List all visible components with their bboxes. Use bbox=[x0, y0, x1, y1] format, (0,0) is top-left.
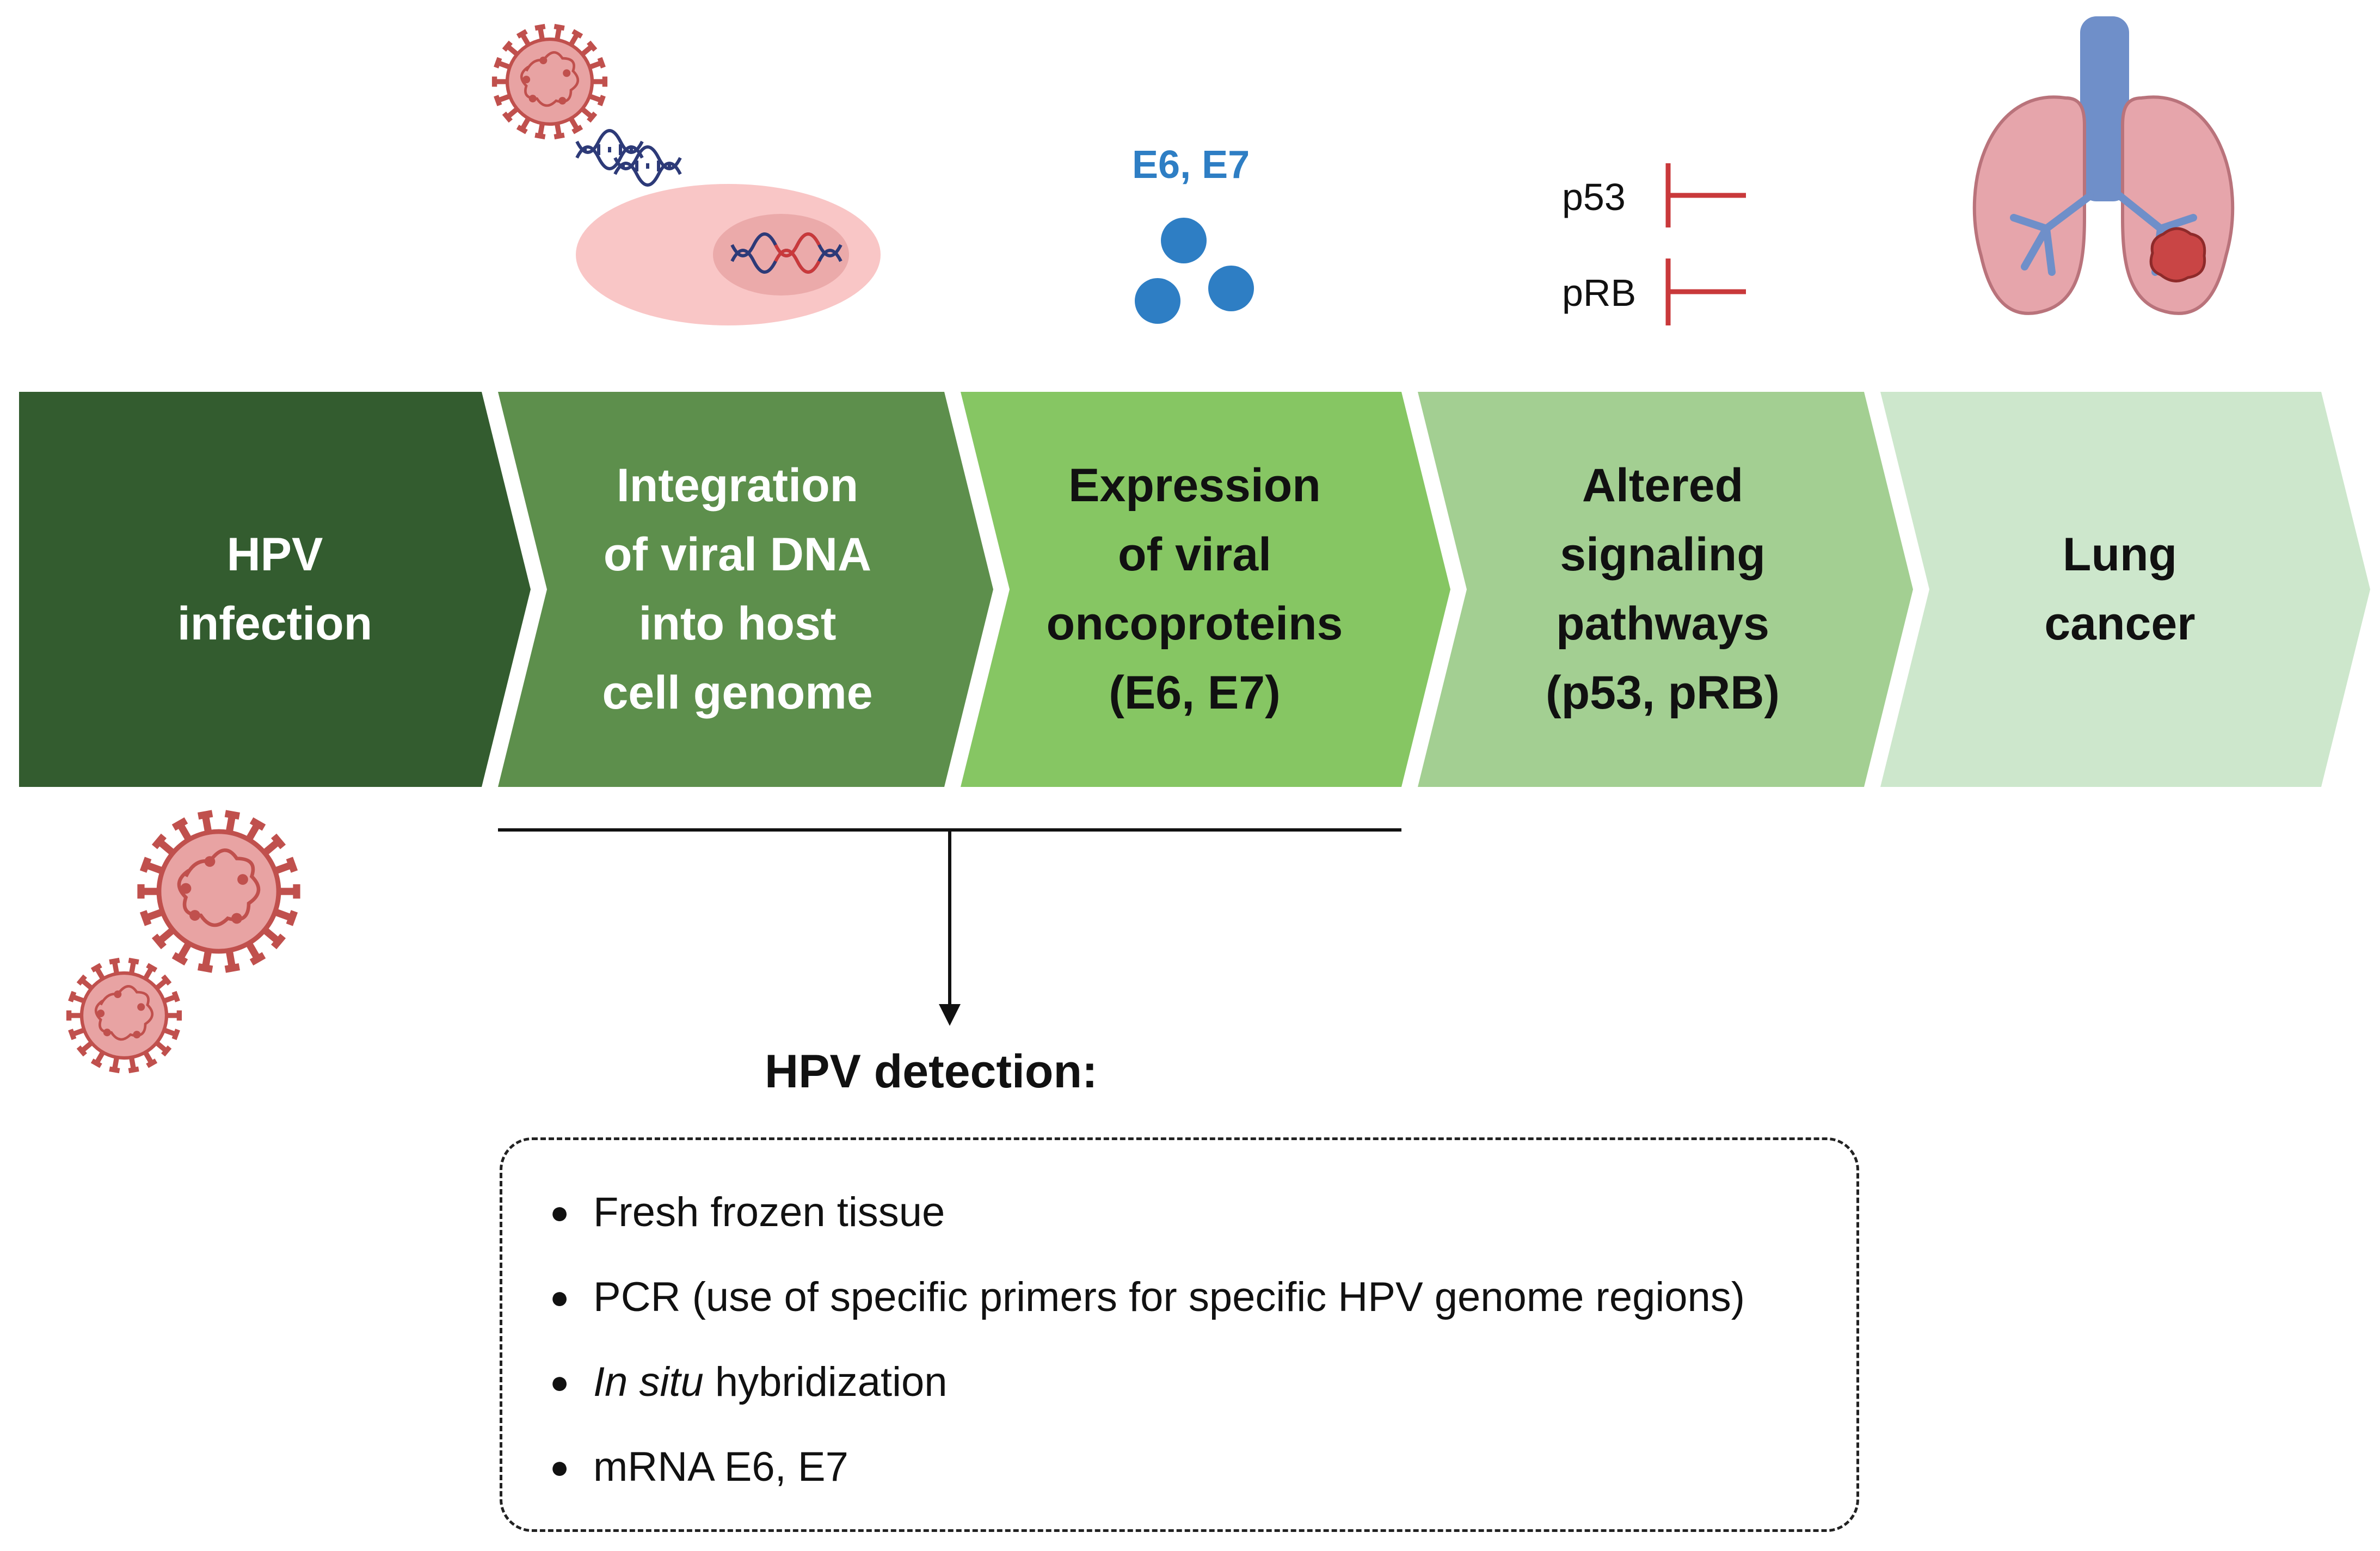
list-item: ●PCR (use of specific primers for specif… bbox=[544, 1255, 1745, 1340]
bullet-icon: ● bbox=[550, 1279, 570, 1315]
stage-4-chevron bbox=[1418, 392, 1913, 787]
stage-5-chevron bbox=[1880, 392, 2370, 787]
inhibition-icon bbox=[1665, 258, 1746, 325]
tumor-icon bbox=[2149, 227, 2206, 282]
stage-1-chevron bbox=[19, 392, 531, 787]
bullet-icon: ● bbox=[550, 1194, 570, 1230]
detection-title: HPV detection: bbox=[765, 1045, 1098, 1098]
oncoprotein-label: E6, E7 bbox=[1132, 143, 1250, 187]
p53-label: p53 bbox=[1562, 176, 1626, 218]
protein-dot-icon bbox=[1161, 218, 1207, 263]
bullet-icon: ● bbox=[550, 1364, 570, 1400]
detection-box bbox=[500, 1137, 1859, 1532]
stage-2-chevron bbox=[498, 392, 993, 787]
protein-dot-icon bbox=[1208, 266, 1254, 311]
lungs-icon bbox=[1972, 16, 2235, 315]
list-item: ●mRNA E6, E7 bbox=[544, 1425, 1745, 1510]
dna-icon bbox=[613, 145, 682, 187]
bullet-icon: ● bbox=[550, 1449, 570, 1485]
dna-icon bbox=[575, 129, 644, 170]
dna-icon bbox=[730, 232, 842, 274]
detection-list: ●Fresh frozen tissue ●PCR (use of specif… bbox=[544, 1170, 1745, 1510]
virus-icon bbox=[137, 810, 300, 973]
arrow-head bbox=[939, 1004, 961, 1026]
prb-label: pRB bbox=[1562, 272, 1637, 314]
virus-icon bbox=[492, 24, 607, 139]
list-item: ●Fresh frozen tissue bbox=[544, 1170, 1745, 1255]
list-item: ●In situ hybridization bbox=[544, 1340, 1745, 1425]
protein-dot-icon bbox=[1135, 278, 1180, 324]
virus-icon bbox=[66, 958, 182, 1073]
stage-3-chevron bbox=[961, 392, 1450, 787]
inhibition-icon bbox=[1665, 163, 1746, 227]
